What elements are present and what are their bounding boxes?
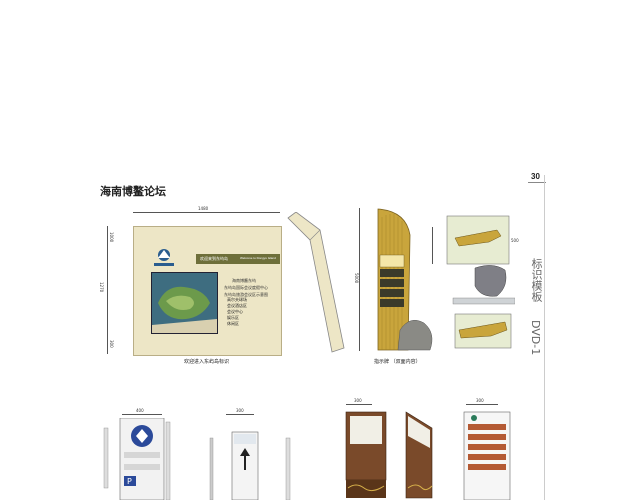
bottom-dim-c: 300 <box>354 398 362 403</box>
dim-line-width <box>133 212 280 213</box>
welcome-caption: 欢迎进入东屿岛标识 <box>184 359 230 365</box>
forum-logo-icon <box>154 249 174 266</box>
svg-text:P: P <box>127 477 132 486</box>
legend-item: 会议酒店区 <box>227 303 247 308</box>
totem-caption: 指示牌 （双面内容） <box>374 359 421 365</box>
side-divider <box>528 182 546 183</box>
bottom-dim-line-1 <box>122 414 162 415</box>
detail-panels <box>446 215 515 349</box>
legend-item: 休闲区 <box>227 321 239 326</box>
wood-frame-signs <box>345 411 433 499</box>
island-map <box>151 272 218 334</box>
legend-list: 高尔夫球场 会议酒店区 会议中心 娱乐区 休闲区 <box>227 297 247 327</box>
board-side-profile <box>287 212 345 353</box>
dim-width-label: 1480 <box>198 206 209 211</box>
legend-item: 娱乐区 <box>227 315 239 320</box>
side-label-text: 标识模板 <box>530 258 543 302</box>
arrow-pillar-sign <box>209 431 291 500</box>
page-title: 海南博鳌论坛 <box>100 185 166 198</box>
board-header-left: 欢迎来到东屿岛 <box>200 256 228 261</box>
side-label-number: 30 <box>531 172 540 181</box>
dim-height-bottom: 300 <box>109 340 114 348</box>
island-map-icon <box>152 273 217 333</box>
direction-board <box>463 411 511 500</box>
legend-item: 会议中心 <box>227 309 243 314</box>
board-header: 欢迎来到东屿岛 Welcome to Dongyu Island <box>196 254 280 264</box>
dim-line-height <box>107 226 108 354</box>
dim-height-top: 1000 <box>109 232 114 243</box>
banner-line-2: 东屿岛国际会议度假中心 <box>224 285 268 290</box>
board-header-right: Welcome to Dongyu Island <box>240 256 276 260</box>
banner-line-3: 东屿岛旅游会议区示意图 <box>224 292 268 297</box>
dim-line-totem <box>359 208 360 351</box>
bottom-dim-b: 300 <box>236 408 244 413</box>
detail-dim-line <box>432 227 433 264</box>
bottom-dim-a: 400 <box>136 408 144 413</box>
totem-sign <box>377 208 433 351</box>
bottom-dim-d: 300 <box>476 398 484 403</box>
bottom-dim-line-4 <box>466 404 498 405</box>
round-pillar-sign: P <box>103 418 171 500</box>
side-label-code: DVD-1 <box>529 320 542 356</box>
totem-dim: 5000 <box>354 273 359 284</box>
side-rule <box>544 175 545 500</box>
detail-dim: 500 <box>511 238 519 243</box>
legend-item: 高尔夫球场 <box>227 297 247 302</box>
bottom-dim-line-2 <box>226 414 254 415</box>
dim-height-total: 1270 <box>99 282 104 293</box>
banner-line-1: 海南博鳌东屿 <box>232 278 256 283</box>
bottom-dim-line-3 <box>346 404 372 405</box>
